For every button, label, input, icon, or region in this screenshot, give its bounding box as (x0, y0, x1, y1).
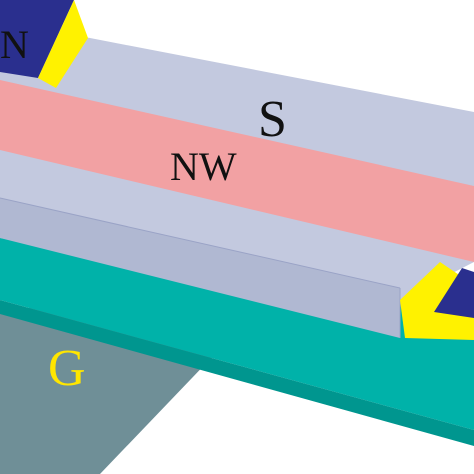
channel-edge-line (0, 197, 401, 289)
right-electrode (434, 268, 474, 318)
channel-block-side (0, 198, 400, 338)
left-contact-pad (38, 0, 88, 88)
gate-label-g: G (48, 340, 86, 397)
nanowire-label: NW (170, 144, 237, 189)
left-electrode (0, 0, 74, 78)
nanowire-strip (0, 80, 474, 262)
channel-label-s: S (258, 91, 287, 148)
substrate-front-edge (0, 300, 474, 446)
electrode-label-n: N (0, 22, 29, 67)
